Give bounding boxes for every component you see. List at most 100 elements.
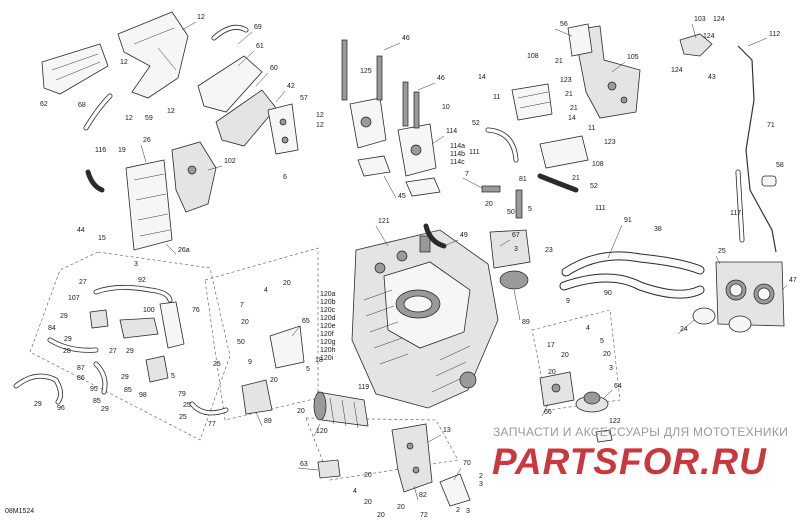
callout-number: 42 bbox=[287, 83, 295, 90]
callout-number: 120h bbox=[320, 347, 336, 354]
callout-number: 20 bbox=[485, 201, 493, 208]
callout-number: 5 bbox=[600, 338, 604, 345]
callout-number: 17 bbox=[547, 342, 555, 349]
part-hose-121 bbox=[423, 223, 447, 249]
callout-number: 87 bbox=[77, 365, 85, 372]
callout-number: 108 bbox=[527, 53, 539, 60]
callout-number: 11 bbox=[493, 94, 500, 101]
callout-number: 111 bbox=[469, 149, 480, 156]
part-hose-116 bbox=[85, 169, 105, 193]
callout-number: 57 bbox=[300, 95, 308, 102]
callout-number: 119 bbox=[358, 384, 369, 391]
callout-number: 103 bbox=[694, 16, 706, 23]
callout-number: 89 bbox=[264, 418, 272, 425]
callout-number: 12 bbox=[125, 115, 133, 122]
callout-number: 86 bbox=[77, 375, 85, 382]
part-bracket-57 bbox=[267, 103, 299, 155]
callout-number: 120g bbox=[320, 339, 336, 346]
callout-number: 85 bbox=[124, 387, 132, 394]
callout-number: 5 bbox=[171, 373, 175, 380]
callout-number: 111 bbox=[595, 205, 606, 212]
callout-number: 70 bbox=[463, 460, 471, 467]
callout-number: 2 bbox=[456, 507, 460, 514]
callout-number: 20 bbox=[364, 472, 372, 479]
callout-number: 44 bbox=[77, 227, 85, 234]
part-mount-64 bbox=[575, 391, 609, 413]
callout-number: 10 bbox=[442, 104, 450, 111]
callout-number: 28 bbox=[63, 348, 71, 355]
callout-number: 21 bbox=[572, 175, 580, 182]
part-valve-107 bbox=[89, 309, 109, 329]
callout-number: 92 bbox=[138, 277, 146, 284]
callout-number: 56 bbox=[560, 21, 568, 28]
part-wire-112 bbox=[737, 45, 777, 253]
callout-number: 21 bbox=[555, 58, 563, 65]
callout-number: 12 bbox=[197, 14, 205, 21]
callout-number: 52 bbox=[472, 120, 480, 127]
callout-group-outline-bottom bbox=[305, 417, 459, 481]
callout-number: 89 bbox=[522, 319, 530, 326]
callout-number: 20 bbox=[548, 369, 556, 376]
callout-number: 116 bbox=[95, 147, 106, 154]
callout-number: 62 bbox=[40, 101, 48, 108]
part-bracket-70 bbox=[439, 473, 471, 507]
callout-number: 3 bbox=[134, 261, 138, 268]
callout-number: 67 bbox=[512, 232, 520, 239]
callout-number: 14 bbox=[478, 74, 486, 81]
callout-number: 72 bbox=[420, 512, 428, 519]
callout-number: 46 bbox=[402, 35, 410, 42]
callout-number: 45 bbox=[398, 193, 406, 200]
part-starter-120 bbox=[313, 391, 369, 429]
callout-number: 5 bbox=[306, 366, 310, 373]
callout-number: 38 bbox=[654, 226, 662, 233]
callout-number: 60 bbox=[270, 65, 278, 72]
callout-number: 50 bbox=[507, 209, 515, 216]
callout-number: 108 bbox=[592, 161, 604, 168]
part-clamp-24-b bbox=[728, 315, 752, 333]
part-bracket-89-lower bbox=[241, 379, 273, 415]
part-sensor-98 bbox=[145, 355, 169, 383]
callout-number: 3 bbox=[609, 365, 613, 372]
callout-number: 24 bbox=[680, 326, 688, 333]
callout-number: 19 bbox=[118, 147, 126, 154]
callout-number: 64 bbox=[614, 383, 622, 390]
callout-number: 58 bbox=[776, 162, 784, 169]
callout-number: 3 bbox=[514, 246, 518, 253]
callout-number: 46 bbox=[437, 75, 445, 82]
callout-number: 9 bbox=[566, 298, 570, 305]
callout-number: 112 bbox=[769, 31, 780, 38]
part-cover-62 bbox=[41, 43, 109, 95]
callout-number: 20 bbox=[297, 408, 305, 415]
callout-number: 20 bbox=[377, 512, 385, 519]
callout-number: 120d bbox=[320, 315, 336, 322]
callout-number: 82 bbox=[419, 492, 427, 499]
part-shroud-59 bbox=[117, 11, 189, 99]
callout-number: 29 bbox=[64, 336, 72, 343]
callout-number: 27 bbox=[109, 348, 117, 355]
callout-number: 7 bbox=[465, 171, 469, 178]
callout-number: 29 bbox=[60, 313, 68, 320]
part-bracket-13 bbox=[391, 423, 433, 493]
callout-number: 25 bbox=[718, 248, 726, 255]
callout-number: 71 bbox=[767, 122, 775, 129]
part-module-108-top bbox=[511, 83, 553, 121]
callout-number: 114c bbox=[450, 159, 465, 166]
callout-number: 120f bbox=[320, 331, 334, 338]
callout-number: 124 bbox=[713, 16, 725, 23]
callout-number: 91 bbox=[624, 217, 632, 224]
callout-number: 77 bbox=[208, 421, 216, 428]
callout-group-outline-center bbox=[204, 247, 319, 421]
part-module-108-bottom bbox=[539, 135, 589, 169]
callout-number: 117 bbox=[730, 210, 741, 217]
callout-number: 95 bbox=[90, 386, 98, 393]
callout-number: 79 bbox=[178, 391, 186, 398]
callout-number: 11 bbox=[588, 125, 595, 132]
callout-number: 66 bbox=[544, 409, 552, 416]
part-mount-66 bbox=[539, 371, 575, 407]
watermark-tagline: ЗАПЧАСТИ И АКСЕССУАРЫ ДЛЯ МОТОТЕХНИКИ bbox=[493, 425, 789, 439]
callout-number: 68 bbox=[78, 102, 86, 109]
callout-number: 102 bbox=[224, 158, 236, 165]
